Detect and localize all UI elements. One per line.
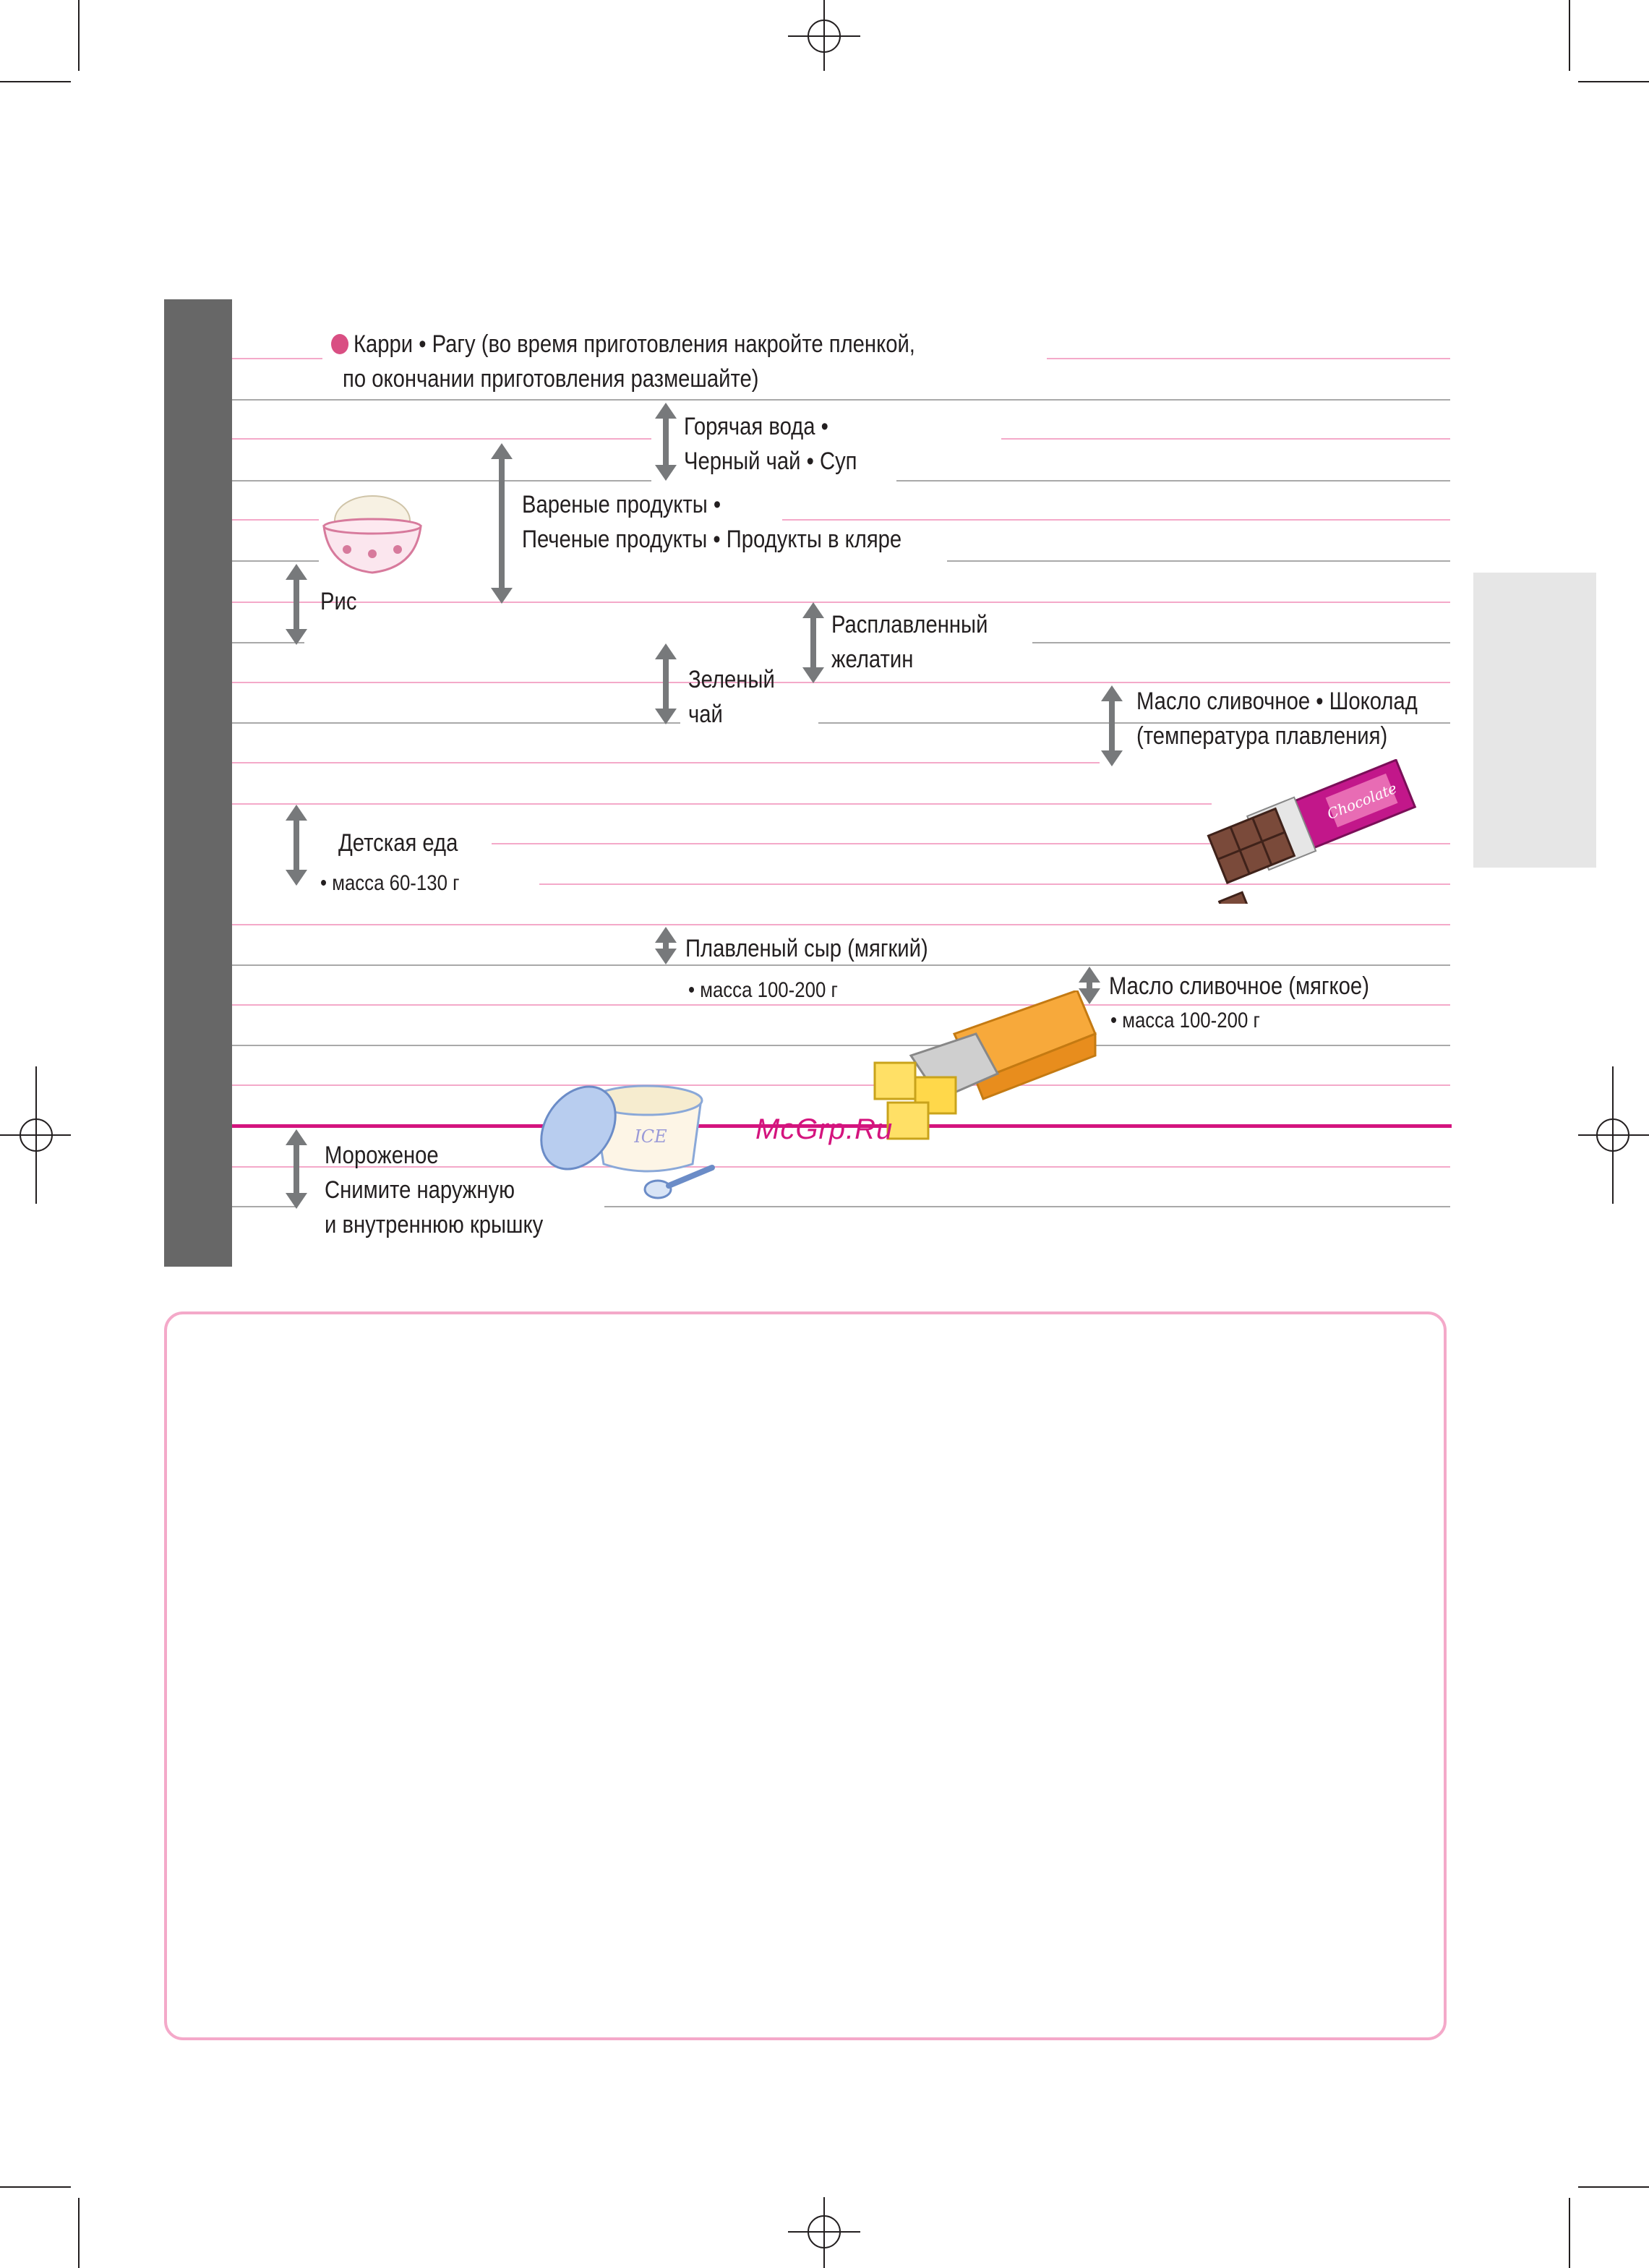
note-box: [164, 1311, 1447, 2040]
range-arrow-butter-chocolate: [1101, 685, 1123, 766]
melting-temp-label: (температура плавления): [1136, 722, 1388, 750]
ice-cream-label: Мороженое: [325, 1142, 439, 1169]
grid-line: [232, 560, 319, 562]
grid-line: [947, 560, 1450, 562]
registration-mark-left: [0, 1066, 71, 1204]
range-arrow-cooked: [491, 443, 513, 604]
grid-line: [232, 438, 651, 440]
chocolate-bar-icon: Chocolate: [1207, 759, 1417, 904]
grid-line: [232, 1045, 1450, 1046]
cheese-label: Плавленый сыр (мягкий): [685, 935, 928, 962]
range-arrow-rice: [286, 564, 307, 645]
range-arrow-green-tea: [655, 643, 677, 724]
ice-cream-instruction: Снимите наружную: [325, 1176, 515, 1204]
grid-line: [232, 1084, 1450, 1086]
grid-line: [232, 722, 680, 724]
grid-line: [539, 883, 1450, 885]
grid-line: [232, 964, 1450, 966]
section-sidebar: [164, 299, 232, 1267]
grid-line: [232, 1004, 1450, 1006]
grid-line: [1047, 358, 1450, 359]
grid-line: [232, 762, 1100, 763]
rice-bowl-icon: [322, 495, 422, 574]
cheese-mass: • масса 100-200 г: [688, 978, 838, 1002]
black-tea-label: Черный чай • Суп: [684, 448, 857, 475]
gelatin-label-2: желатин: [831, 646, 914, 673]
gelatin-label: Расплавленный: [831, 611, 988, 638]
butter-soft-label: Масло сливочное (мягкое): [1109, 972, 1369, 1000]
grid-line: [232, 399, 1450, 401]
grid-line: [232, 682, 1450, 683]
side-tab: [1473, 573, 1596, 868]
ice-cream-instruction-2: и внутреннюю крышку: [325, 1211, 544, 1238]
baby-food-label: Детская еда: [338, 829, 458, 857]
grid-line: [232, 602, 1450, 603]
grid-line: [232, 803, 1212, 805]
range-arrow-baby-food: [286, 805, 307, 886]
range-arrow-ice-cream: [286, 1129, 307, 1209]
grid-line: [1001, 438, 1450, 440]
highlight-line: [232, 1124, 1452, 1128]
grid-line: [818, 722, 1450, 724]
grid-line: [232, 519, 319, 521]
range-arrow-butter-soft: [1079, 967, 1100, 1004]
grid-line: [232, 358, 322, 359]
watermark: McGrp.Ru: [755, 1113, 894, 1145]
curry-label-2: по окончании приготовления размешайте): [343, 365, 759, 393]
curry-label: Карри • Рагу (во время приготовления нак…: [331, 327, 915, 361]
green-tea-label: Зеленый: [688, 666, 775, 693]
butter-soft-mass: • масса 100-200 г: [1110, 1009, 1260, 1032]
grid-line: [232, 480, 651, 482]
registration-mark-right: [1578, 1066, 1649, 1204]
grid-line: [1032, 642, 1450, 643]
baked-label: Печеные продукты • Продукты в кляре: [522, 526, 902, 553]
grid-line: [604, 1206, 1450, 1207]
grid-line: [782, 519, 1450, 521]
ice-cream-cup-icon: ICE: [540, 1084, 715, 1199]
baby-food-mass: • масса 60-130 г: [320, 871, 460, 895]
hot-water-label: Горячая вода •: [684, 413, 828, 440]
grid-line: [896, 480, 1450, 482]
registration-mark-top: [788, 0, 860, 71]
butter-box-icon: [873, 990, 1097, 1140]
rice-label: Рис: [320, 588, 357, 615]
cooked-label: Вареные продукты •: [522, 491, 721, 518]
ice-cup-label: ICE: [633, 1126, 667, 1147]
grid-line: [232, 1206, 297, 1207]
registration-mark-bottom: [788, 2197, 860, 2268]
range-arrow-hot-water: [655, 403, 677, 481]
grid-line: [492, 843, 1450, 844]
range-arrow-cheese: [655, 927, 677, 964]
grid-line: [232, 1166, 1450, 1168]
range-arrow-gelatin: [802, 602, 824, 683]
grid-line: [232, 642, 304, 643]
bullet-dot-icon: [331, 334, 349, 354]
butter-chocolate-label: Масло сливочное • Шоколад: [1136, 688, 1418, 715]
grid-line: [232, 924, 1450, 925]
green-tea-label-2: чай: [688, 701, 723, 728]
